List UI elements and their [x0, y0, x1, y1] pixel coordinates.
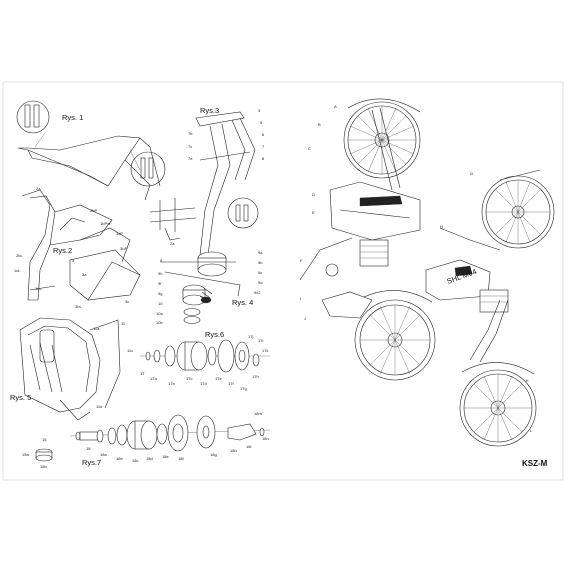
caption-rys2: Rys.2: [53, 246, 72, 255]
ksz-m-logo: KSZ-M: [522, 459, 548, 468]
label-11c: 11c: [127, 348, 133, 353]
label-2bL: 2bL: [16, 253, 23, 258]
caption-rys4: Rys. 4: [232, 298, 253, 307]
label-1cL: 1cL: [14, 268, 21, 273]
label-17f: 17f: [228, 381, 234, 386]
label-18d: 18d: [146, 456, 153, 461]
label-15a: 15a: [22, 452, 29, 457]
logo-text: KSZ-M: [522, 459, 548, 468]
motorcycle-view-bottom-left: I J: [300, 290, 436, 381]
bike-label-I: I: [300, 296, 301, 301]
label-5: 5: [260, 120, 263, 125]
label-9: 9: [160, 258, 163, 263]
bike-label-J: J: [304, 316, 306, 321]
label-2a-b: 2a: [36, 186, 41, 191]
label-10a: 10a: [156, 311, 163, 316]
label-18h: 18h: [230, 448, 237, 453]
label-17d: 17d: [200, 381, 207, 386]
label-18a: 18a: [100, 452, 107, 457]
bracket-diagram: 2a 2a: [36, 186, 197, 246]
label-17i: 17i: [258, 338, 263, 343]
label-9c: 9c: [258, 270, 262, 275]
caption-rys7: Rys.7: [82, 458, 101, 467]
bike-label-F: F: [300, 258, 303, 263]
label-7e: 7e: [188, 156, 193, 161]
label-18b: 18b: [116, 456, 123, 461]
bike-label-G: G: [470, 171, 473, 176]
label-18e: 18e: [162, 454, 169, 459]
label-9x2: 9x2: [254, 290, 261, 295]
label-18g: 18g: [210, 452, 217, 457]
label-18m: 18m: [254, 411, 262, 416]
label-17h: 17h: [252, 374, 259, 379]
label-18c: 18c: [132, 458, 138, 463]
motorcycle-view-top: A B C D E F: [299, 98, 421, 281]
label-9g: 9g: [158, 291, 162, 296]
label-3-fork: 3: [258, 108, 261, 113]
label-17j: 17j: [248, 334, 253, 339]
label-17: 17: [140, 371, 145, 376]
label-11a: 11a: [93, 326, 100, 331]
rys4-shock-diagram: Rys. 4 9a 9b 9c 9d 9x2 9 9h 9f 9g 10 10a…: [156, 250, 263, 325]
label-18: 18: [86, 446, 91, 451]
label-10: 10: [158, 301, 163, 306]
label-18f: 18f: [178, 456, 184, 461]
bike-label-H: H: [440, 224, 443, 229]
label-3a: 3a: [82, 272, 87, 277]
label-9f: 9f: [158, 281, 162, 286]
bike-label-L: L: [530, 428, 533, 433]
caption-rys1: Rys. 1: [62, 113, 83, 122]
label-3bL: 3bL: [75, 304, 82, 309]
label-17e: 17e: [215, 376, 222, 381]
label-9a: 9a: [258, 250, 263, 255]
label-15b: 15b: [40, 464, 47, 469]
caption-rys3: Rys.3: [200, 106, 219, 115]
label-1cP: 1cP: [116, 231, 123, 236]
rys7-hub-diagram: Rys.7 18 18a 18b 18c 18d 18e 18f 18g 18h…: [69, 411, 271, 467]
label-1bPw: 1bPw: [100, 221, 110, 226]
bike-label-B: B: [318, 122, 321, 127]
rys3-fork-diagram: Rys.3 3 5 6 7 8 7b 7c 7e: [188, 106, 265, 256]
caption-rys6: Rys.6: [205, 330, 224, 339]
label-17b: 17b: [168, 381, 175, 386]
label-7: 7: [262, 144, 265, 149]
label-3c: 3c: [125, 299, 129, 304]
label-11: 11: [121, 321, 126, 326]
label-17c: 17c: [186, 376, 192, 381]
motorcycle-view-middle: G H: [425, 169, 555, 313]
label-1uL: 1uL: [35, 286, 42, 291]
label-3: 3: [72, 258, 75, 263]
label-18i: 18i: [246, 444, 251, 449]
rys6-hub-diagram: Rys.6 17 17a 17b 17c 17d 17e 17f 17g 17h…: [140, 330, 270, 391]
part-15-diagram: 15 15a 15b: [22, 437, 53, 469]
label-7b: 7b: [188, 131, 193, 136]
label-7c: 7c: [188, 144, 192, 149]
label-9d: 9d: [258, 280, 262, 285]
label-17g: 17g: [240, 386, 247, 391]
label-10b: 10b: [156, 320, 163, 325]
rys5-fender-diagram: Rys. 5 11 11a 11c 11d: [10, 317, 133, 421]
bike-label-K: K: [526, 378, 529, 383]
label-18n: 18n: [262, 436, 269, 441]
rys2-frame-diagram: Rys.2 2bP 1bPw 1cP 2bL 1cL 3 3a 3bL 3c 1…: [14, 189, 141, 309]
motorcycle-view-bottom-right: K L: [459, 299, 537, 447]
label-17a: 17a: [150, 376, 157, 381]
label-9b: 9b: [258, 260, 263, 265]
bike-label-D: D: [312, 192, 315, 197]
label-2a: 2a: [170, 241, 175, 246]
label-3uP: 3uP: [120, 246, 127, 251]
rys1-frame-diagram: Rys. 1: [16, 100, 166, 201]
label-17k: 17k: [262, 348, 268, 353]
caption-rys5: Rys. 5: [10, 393, 31, 402]
label-6: 6: [262, 132, 265, 137]
bike-label-E: E: [312, 210, 315, 215]
bike-label-C: C: [308, 146, 311, 151]
label-8: 8: [262, 156, 265, 161]
label-9h: 9h: [158, 271, 162, 276]
bike-label-A: A: [334, 104, 337, 109]
label-15: 15: [42, 437, 47, 442]
label-2bP: 2bP: [90, 208, 97, 213]
label-11d: 11d: [96, 404, 102, 409]
